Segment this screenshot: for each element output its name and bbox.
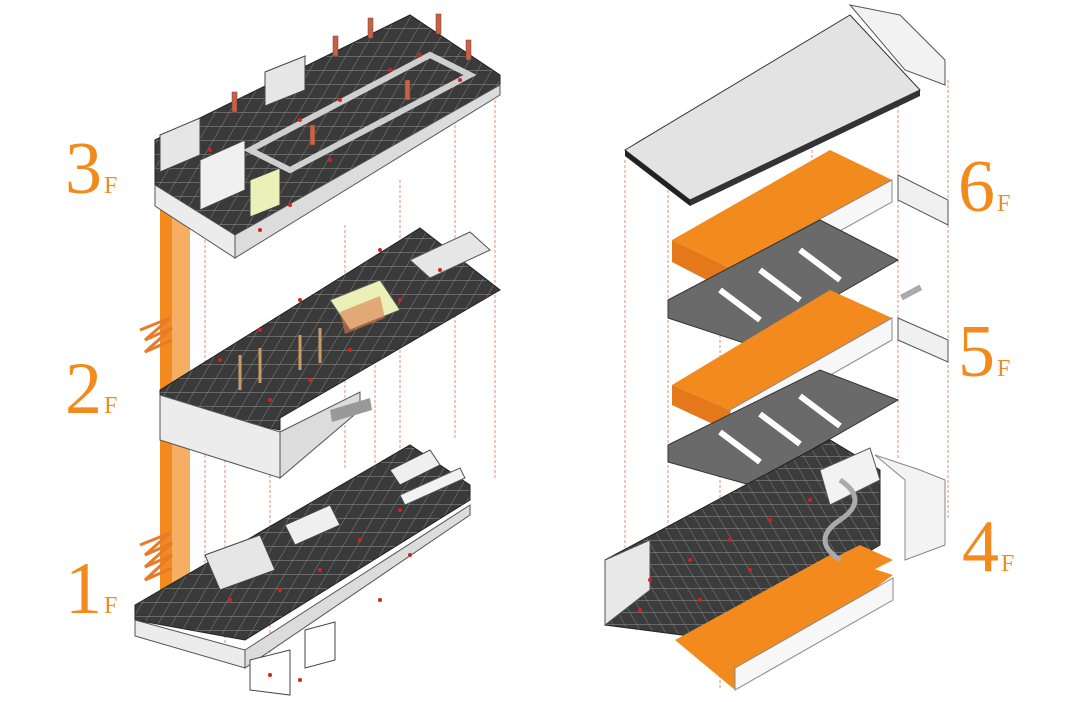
floor-number: 4 — [962, 506, 999, 588]
floor-4f-plan — [604, 439, 946, 691]
floor-suffix: F — [997, 191, 1011, 217]
floor-suffix: F — [104, 173, 118, 199]
floor-label-4f: 4F — [962, 510, 1014, 584]
floor-number: 6 — [958, 146, 995, 228]
floor-label-3f: 3F — [65, 132, 117, 206]
floor-suffix: F — [997, 356, 1011, 382]
floor-6f-roof — [624, 4, 946, 206]
right-building — [604, 4, 949, 691]
left-stairs — [139, 316, 174, 582]
floor-number: 1 — [65, 548, 102, 630]
floor-6f-modules — [667, 150, 949, 346]
floor-1f-plan — [134, 444, 471, 696]
floor-label-2f: 2F — [65, 352, 117, 426]
floor-label-5f: 5F — [958, 315, 1010, 389]
floor-5f-modules — [667, 284, 949, 486]
floor-label-1f: 1F — [65, 552, 117, 626]
floor-suffix: F — [104, 393, 118, 419]
left-building — [134, 13, 501, 696]
floor-number: 2 — [65, 348, 102, 430]
floor-label-6f: 6F — [958, 150, 1010, 224]
floor-3f-plan — [154, 13, 501, 259]
floor-suffix: F — [104, 593, 118, 619]
floor-number: 5 — [958, 311, 995, 393]
floor-number: 3 — [65, 128, 102, 210]
floor-suffix: F — [1001, 551, 1015, 577]
floor-2f-plan — [159, 227, 501, 480]
